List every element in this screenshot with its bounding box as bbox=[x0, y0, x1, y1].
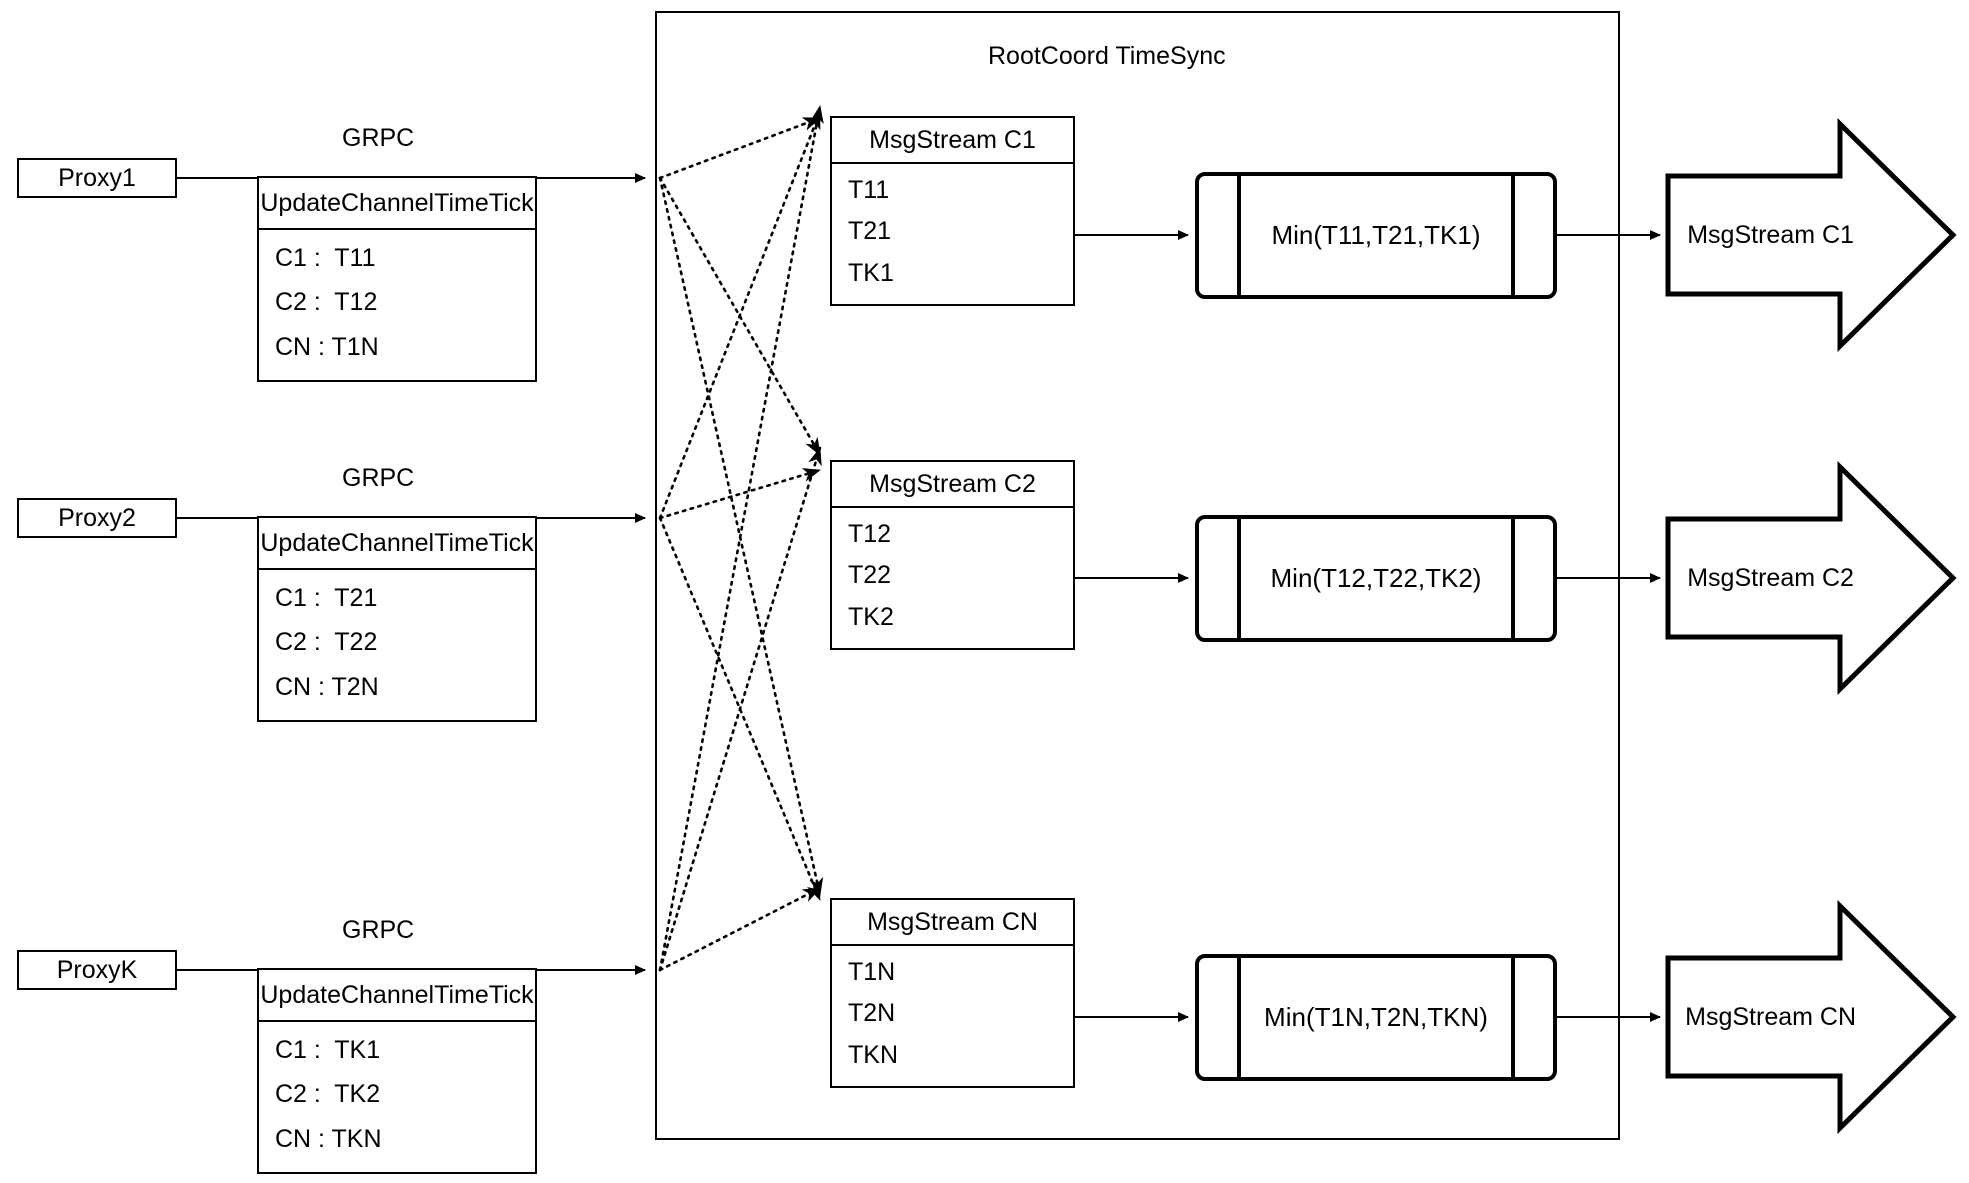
min-process-box-1: Min(T11,T21,TK1) bbox=[1195, 172, 1557, 299]
update-channel-timetick-header-2: UpdateChannelTimeTick bbox=[259, 518, 535, 570]
output-msgstream-label-3: MsgStream CN bbox=[1685, 1002, 1857, 1031]
proxy-box-1[interactable]: Proxy1 bbox=[17, 158, 177, 198]
output-msgstream-arrow-1: MsgStream C1 bbox=[1668, 124, 1953, 346]
msgstream-header-3: MsgStream CN bbox=[832, 900, 1073, 946]
grpc-label-2: GRPC bbox=[342, 464, 415, 492]
msgstream-entry: TKN bbox=[848, 1040, 898, 1069]
grpc-label-1: GRPC bbox=[342, 124, 415, 152]
min-label-3: Min(T1N,T2N,TKN) bbox=[1264, 1002, 1488, 1032]
update-channel-timetick-box-3: UpdateChannelTimeTick C1 : TK1 C2 : TK2 … bbox=[257, 968, 537, 1174]
subroutine-bar-right bbox=[1511, 515, 1515, 642]
msgstream-header-1: MsgStream C1 bbox=[832, 118, 1073, 164]
timetick-entry: CN : T2N bbox=[275, 673, 379, 702]
timetick-entry: CN : TKN bbox=[275, 1125, 382, 1154]
output-msgstream-label-2: MsgStream C2 bbox=[1687, 563, 1854, 592]
update-channel-timetick-header-1: UpdateChannelTimeTick bbox=[259, 178, 535, 230]
timetick-entry: C1 : TK1 bbox=[275, 1035, 381, 1064]
msgstream-entry: TK2 bbox=[848, 602, 894, 631]
subroutine-bar-right bbox=[1511, 172, 1515, 299]
update-channel-timetick-header-3: UpdateChannelTimeTick bbox=[259, 970, 535, 1022]
output-msgstream-arrow-2: MsgStream C2 bbox=[1668, 467, 1953, 689]
output-msgstream-label-1: MsgStream C1 bbox=[1687, 220, 1854, 249]
update-channel-timetick-box-2: UpdateChannelTimeTick C1 : T21 C2 : T22 … bbox=[257, 516, 537, 722]
msgstream-box-3: MsgStream CN T1N T2N TKN bbox=[830, 898, 1075, 1088]
msgstream-box-2: MsgStream C2 T12 T22 TK2 bbox=[830, 460, 1075, 650]
msgstream-box-1: MsgStream C1 T11 T21 TK1 bbox=[830, 116, 1075, 306]
timetick-entry: CN : T1N bbox=[275, 333, 379, 362]
min-process-box-2: Min(T12,T22,TK2) bbox=[1195, 515, 1557, 642]
timetick-entry: C2 : T22 bbox=[275, 628, 378, 657]
timetick-entry: C2 : TK2 bbox=[275, 1080, 381, 1109]
min-label-2: Min(T12,T22,TK2) bbox=[1270, 563, 1482, 593]
msgstream-entry: T2N bbox=[848, 999, 896, 1028]
msgstream-entry: T12 bbox=[848, 520, 892, 549]
rootcoord-title: RootCoord TimeSync bbox=[988, 42, 1226, 70]
min-process-box-3: Min(T1N,T2N,TKN) bbox=[1195, 954, 1557, 1081]
msgstream-entry: T22 bbox=[848, 561, 892, 590]
output-msgstream-arrow-3: MsgStream CN bbox=[1668, 906, 1953, 1128]
msgstream-entry: T11 bbox=[848, 176, 890, 205]
subroutine-bar-right bbox=[1511, 954, 1515, 1081]
subroutine-bar-left bbox=[1237, 172, 1241, 299]
msgstream-entry: T1N bbox=[848, 958, 896, 987]
grpc-label-3: GRPC bbox=[342, 916, 415, 944]
subroutine-bar-left bbox=[1237, 954, 1241, 1081]
proxy-box-3[interactable]: ProxyK bbox=[17, 950, 177, 990]
rootcoord-timesync-container bbox=[655, 11, 1620, 1140]
timetick-entry: C1 : T11 bbox=[275, 243, 376, 272]
update-channel-timetick-box-1: UpdateChannelTimeTick C1 : T11 C2 : T12 … bbox=[257, 176, 537, 382]
timetick-entry: C2 : T12 bbox=[275, 288, 378, 317]
msgstream-header-2: MsgStream C2 bbox=[832, 462, 1073, 508]
msgstream-entry: T21 bbox=[848, 217, 892, 246]
timetick-entry: C1 : T21 bbox=[275, 583, 378, 612]
subroutine-bar-left bbox=[1237, 515, 1241, 642]
proxy-box-2[interactable]: Proxy2 bbox=[17, 498, 177, 538]
min-label-1: Min(T11,T21,TK1) bbox=[1271, 220, 1481, 250]
msgstream-entry: TK1 bbox=[848, 258, 894, 287]
